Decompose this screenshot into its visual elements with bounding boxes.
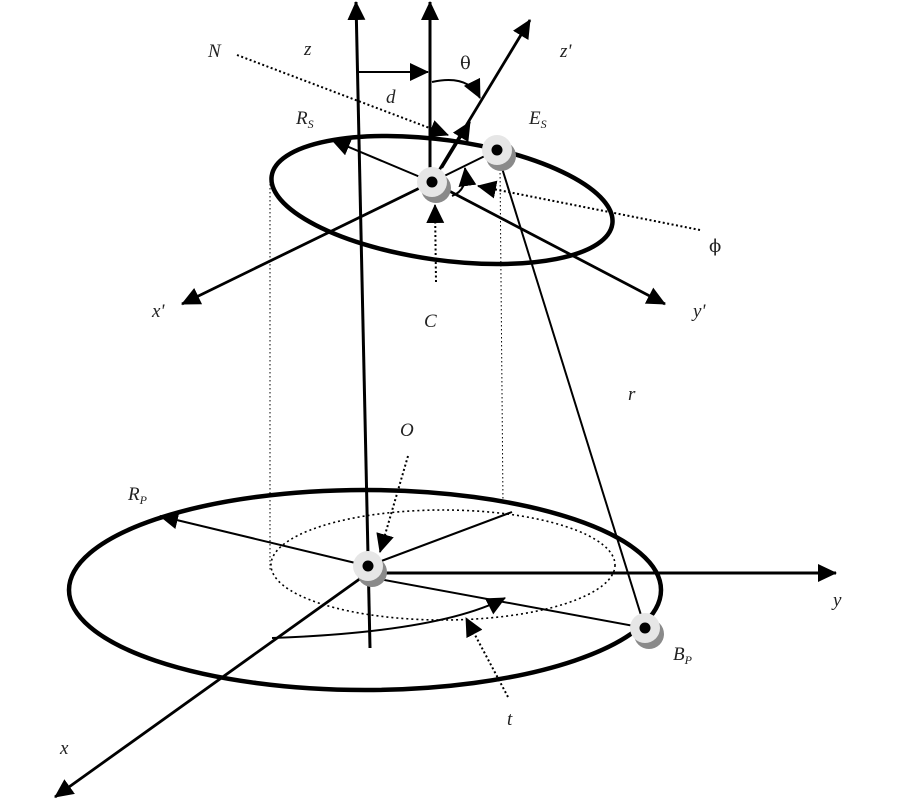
source-orbit bbox=[269, 133, 615, 267]
phi-pointer bbox=[477, 180, 701, 231]
rs-radius-arrow bbox=[331, 138, 433, 183]
label-x: x bbox=[59, 738, 69, 759]
t-pointer bbox=[465, 617, 509, 698]
es-node bbox=[482, 135, 516, 171]
x-prime-axis bbox=[181, 180, 433, 306]
o-pointer bbox=[376, 455, 409, 553]
label-es: ES bbox=[528, 108, 547, 131]
label-z-prime: z' bbox=[559, 41, 572, 62]
rp-radius-arrow bbox=[159, 511, 369, 567]
y-prime-axis bbox=[431, 180, 666, 306]
o-node bbox=[353, 551, 387, 587]
label-c: C bbox=[424, 311, 437, 332]
x-axis bbox=[54, 571, 369, 799]
bp-node bbox=[630, 613, 664, 649]
label-n: N bbox=[207, 41, 222, 62]
label-rs: RS bbox=[295, 108, 314, 131]
planet-orbit bbox=[66, 487, 664, 693]
o-to-projection-line bbox=[367, 511, 513, 567]
phi-arc bbox=[451, 167, 477, 197]
c-pointer bbox=[426, 204, 445, 283]
label-theta: θ bbox=[460, 53, 471, 74]
n-line bbox=[236, 54, 449, 138]
z-axis bbox=[347, 1, 372, 649]
label-phi: ϕ bbox=[709, 236, 721, 257]
label-rp: RP bbox=[127, 484, 148, 507]
label-x-prime: x' bbox=[151, 301, 165, 322]
projection-lines bbox=[269, 164, 504, 570]
t-arc bbox=[271, 597, 506, 639]
label-bp: BP bbox=[673, 644, 693, 667]
label-d: d bbox=[386, 87, 396, 108]
label-o: O bbox=[400, 420, 414, 441]
projection-orbit bbox=[270, 509, 616, 621]
label-z: z bbox=[303, 39, 312, 60]
label-y: y bbox=[831, 590, 842, 611]
label-y-prime: y' bbox=[691, 301, 706, 322]
label-r: r bbox=[628, 384, 636, 405]
theta-arc bbox=[431, 77, 481, 99]
o-to-bp-line bbox=[367, 576, 646, 629]
r-distance-line bbox=[496, 151, 646, 629]
label-t: t bbox=[507, 709, 513, 730]
c-node bbox=[417, 167, 451, 203]
z-prime-axis bbox=[430, 19, 532, 183]
c-normal-arrow bbox=[441, 121, 471, 169]
